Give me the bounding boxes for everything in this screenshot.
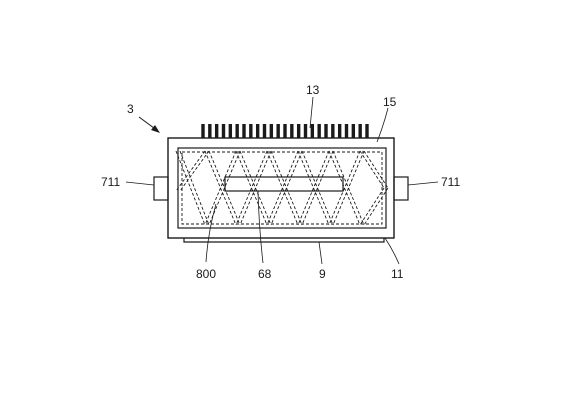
fin — [276, 124, 280, 138]
lattice-line — [359, 187, 385, 226]
lattice-line — [328, 150, 361, 226]
label-fins: 13 — [306, 83, 320, 97]
lattice-line — [235, 150, 268, 226]
fin — [296, 124, 301, 138]
label-outer-frame: 15 — [383, 95, 397, 109]
leader-fins — [309, 96, 314, 129]
fin — [317, 124, 321, 138]
fin — [249, 124, 253, 138]
central-bar — [224, 176, 344, 192]
fin — [262, 124, 267, 138]
lattice-line — [301, 150, 334, 226]
fin — [255, 124, 260, 138]
label-9: 9 — [319, 267, 326, 281]
dashed-lattice — [175, 150, 389, 226]
lattice-line — [179, 150, 210, 226]
fin — [303, 124, 308, 138]
fin — [269, 124, 274, 138]
lattice-line — [266, 150, 299, 226]
lattice-line — [359, 150, 385, 189]
fin — [242, 124, 246, 138]
fin — [201, 124, 205, 138]
label-800: 800 — [196, 267, 216, 281]
fin — [331, 124, 335, 138]
fin — [310, 124, 315, 138]
lattice-line — [175, 150, 206, 226]
fin — [221, 124, 226, 138]
label-right-connector: 711 — [441, 175, 460, 189]
label-68: 68 — [258, 267, 272, 281]
lattice-line — [175, 150, 206, 192]
leader-outer-frame — [376, 107, 389, 143]
label-assembly: 3 — [127, 102, 134, 116]
leader-68 — [257, 190, 264, 264]
fin — [344, 124, 349, 138]
lattice-line — [297, 150, 330, 226]
lattice-line — [204, 150, 237, 226]
outer-housing — [167, 137, 395, 239]
lattice-line — [270, 150, 303, 226]
assembly-arrow — [138, 116, 160, 133]
leader-9 — [318, 241, 323, 265]
fin — [351, 124, 356, 138]
fin — [235, 124, 239, 138]
fin — [290, 124, 294, 138]
left-connector — [153, 176, 169, 201]
lattice-line — [332, 150, 365, 226]
lattice-line — [179, 150, 210, 192]
fin — [228, 124, 233, 138]
leader-right-connector — [407, 181, 439, 186]
lattice-line — [363, 187, 389, 226]
leader-800 — [205, 203, 217, 263]
fin — [208, 124, 212, 138]
fin — [214, 124, 219, 138]
fin — [358, 124, 362, 138]
lattice-border — [181, 151, 383, 225]
fin — [283, 124, 287, 138]
leader-11 — [384, 237, 400, 265]
leader-left-connector — [125, 181, 155, 186]
heat-sink-fins — [201, 124, 369, 138]
fin — [365, 124, 369, 138]
fin — [337, 124, 342, 138]
leader-lines — [125, 96, 439, 265]
lattice-line — [239, 150, 272, 226]
label-11: 11 — [391, 267, 404, 281]
label-left-connector: 711 — [101, 175, 120, 189]
lattice-line — [363, 150, 389, 189]
right-connector — [393, 176, 409, 201]
fin — [324, 124, 328, 138]
bottom-plate — [183, 238, 385, 243]
